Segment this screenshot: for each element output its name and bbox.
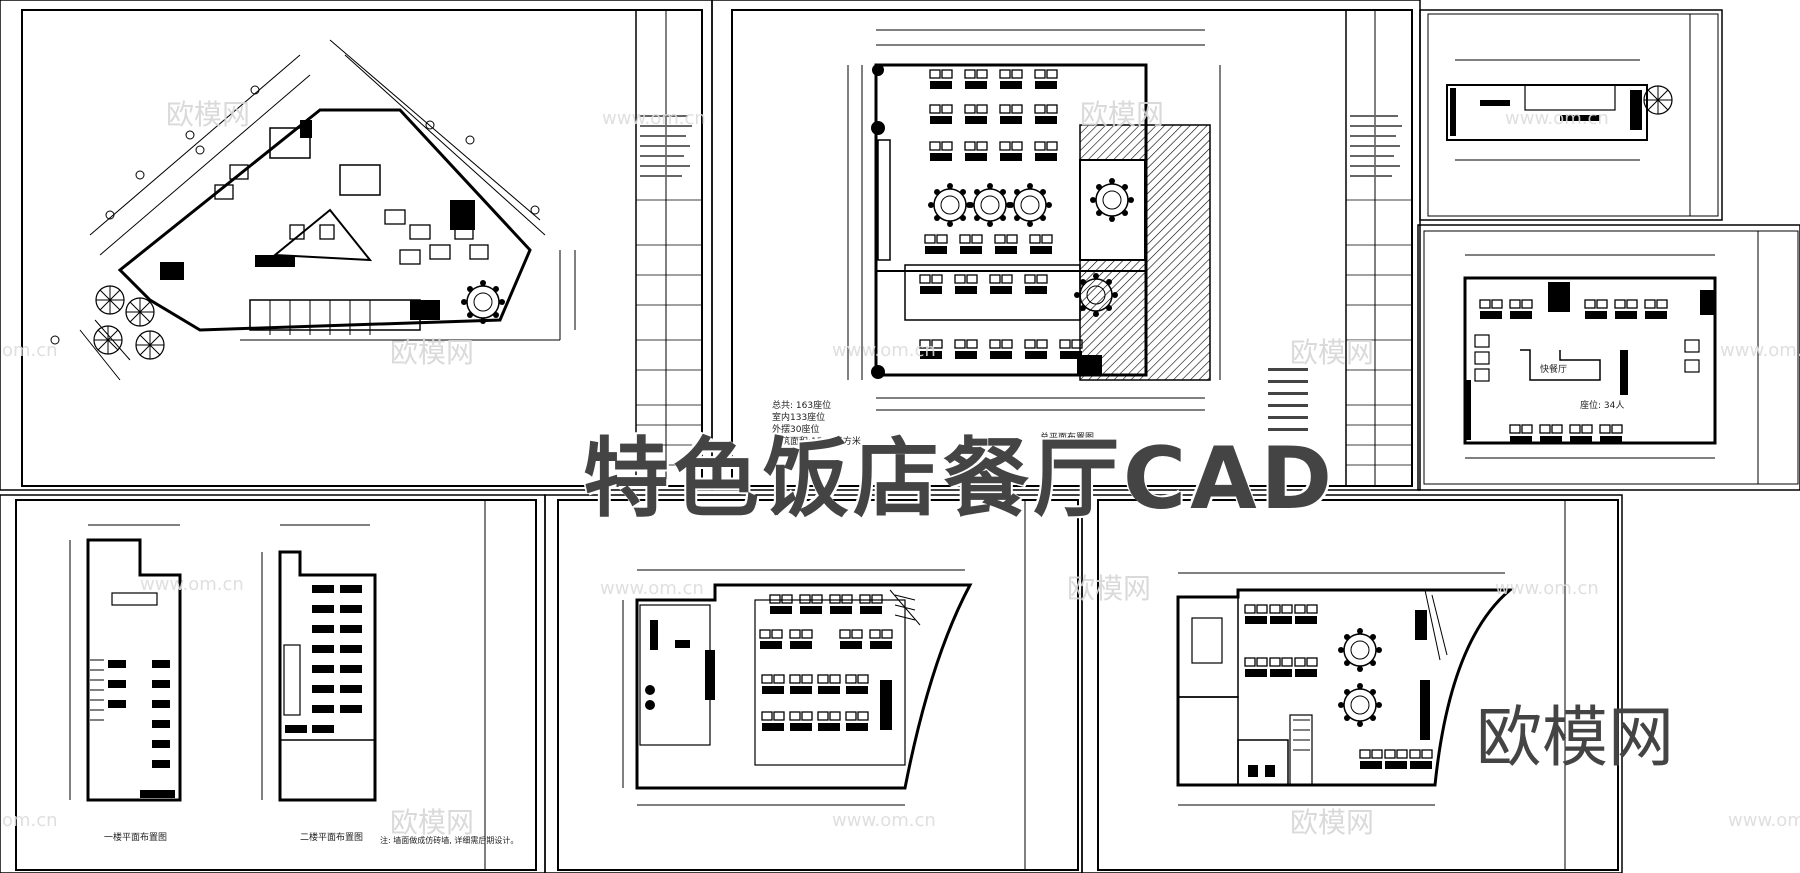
watermark-brand: 欧模网 <box>390 336 474 369</box>
watermark-site: www.om.cn <box>832 340 936 361</box>
overlay-title: 特色饭店餐厅CAD <box>583 429 1337 529</box>
watermark-site: www.om.cn <box>1505 108 1609 129</box>
plan-2-title: 二楼平面布置图 <box>300 831 363 843</box>
watermark-site: www.om.cn <box>600 578 704 599</box>
sheet-top-left <box>0 0 713 491</box>
watermark-site: om.cn <box>2 340 58 361</box>
watermark-site: om.cn <box>2 810 58 831</box>
plan-note: 注: 墙面做成仿砖墙, 详细需后期设计。 <box>380 835 518 845</box>
watermark-brand: 欧模网 <box>1290 336 1374 369</box>
sheet-bottom-right <box>1081 494 1623 873</box>
plan-title-top-middle: 总平面布置图 <box>1040 431 1094 443</box>
sheet-right-fastfood: 快餐厅 座位: 34人 <box>1417 224 1800 491</box>
stats-line-3: 外摆30座位 <box>772 423 819 435</box>
watermark-brand: 欧模网 <box>166 98 250 131</box>
stats-line-2: 室内133座位 <box>772 411 825 423</box>
sheet-top-middle: 总共: 163座位 室内133座位 外摆30座位 建筑面积:1550平方米 总平… <box>711 0 1421 491</box>
watermark-site: www.om.cn <box>1728 810 1800 831</box>
watermark-brand: 欧模网 <box>1067 572 1151 605</box>
seating-stats: 总共: 163座位 室内133座位 外摆30座位 建筑面积:1550平方米 <box>772 399 861 447</box>
plan-1-title: 一楼平面布置图 <box>104 831 167 843</box>
watermark-site: www.om.cn <box>832 810 936 831</box>
watermark-site: www.om.cn <box>602 108 706 129</box>
watermark-site: www.om.cn <box>1495 578 1599 599</box>
sheet-bottom-middle <box>544 494 1083 873</box>
watermark-brand: 欧模网 <box>1290 806 1374 839</box>
stats-line-1: 总共: 163座位 <box>772 399 831 411</box>
watermark-layer: 欧模网 www.om.cn 欧模网 www.om.cn om.cn 欧模网 ww… <box>2 98 1800 839</box>
fastfood-area-label: 快餐厅 <box>1540 363 1567 375</box>
fastfood-seats-label: 座位: 34人 <box>1580 399 1624 411</box>
watermark-brand: 欧模网 <box>390 806 474 839</box>
sheet-top-right-small <box>1419 9 1723 221</box>
watermark-site: www.om.cn <box>140 574 244 595</box>
watermark-site: www.om.cn <box>1720 340 1800 361</box>
watermark-brand: 欧模网 <box>1080 98 1164 131</box>
sheet-bottom-left: 一楼平面布置图 二楼平面布置图 注: 墙面做成仿砖墙, 详细需后期设计。 <box>0 494 546 873</box>
overlay-brand-logo: 欧模网 <box>1476 699 1674 776</box>
stats-line-4: 建筑面积:1550平方米 <box>772 435 861 447</box>
